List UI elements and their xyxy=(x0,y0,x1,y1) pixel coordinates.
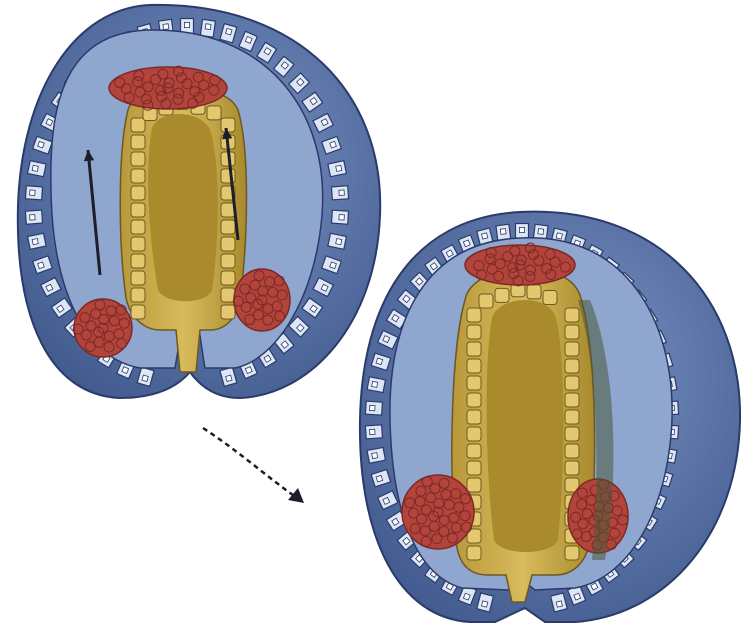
papilla-cell xyxy=(565,410,579,424)
transition-arrow-shaft xyxy=(203,428,300,500)
late-papilla-core xyxy=(487,300,564,552)
epithelial-cell xyxy=(331,186,348,200)
papilla-cell xyxy=(131,152,145,166)
papilla-cell xyxy=(131,271,145,285)
late-stage xyxy=(360,212,740,622)
transition-arrow-head xyxy=(288,488,304,503)
papilla-cell xyxy=(467,444,481,458)
epithelial-cell xyxy=(200,19,215,37)
papilla-cell xyxy=(131,220,145,234)
papilla-cell xyxy=(467,461,481,475)
papilla-cell xyxy=(565,325,579,339)
papilla-cell xyxy=(527,285,541,299)
epithelial-cell xyxy=(25,186,42,200)
epithelial-cell xyxy=(328,161,347,177)
papilla-cell xyxy=(565,444,579,458)
papilla-cell xyxy=(207,106,221,120)
papilla-cell xyxy=(565,461,579,475)
papilla-cell xyxy=(565,393,579,407)
papilla-cell xyxy=(467,359,481,373)
papilla-cell xyxy=(221,237,235,251)
papilla-cell xyxy=(131,288,145,302)
condensed-cell-cluster xyxy=(402,475,474,549)
papilla-cell xyxy=(467,308,481,322)
papilla-cell xyxy=(131,169,145,183)
papilla-cell xyxy=(543,290,557,304)
papilla-cell xyxy=(467,427,481,441)
epithelial-cell xyxy=(331,210,348,224)
epithelial-cell xyxy=(28,161,47,177)
papilla-cell xyxy=(495,288,509,302)
epithelial-cell xyxy=(367,447,385,463)
papilla-cell xyxy=(131,237,145,251)
papilla-cell xyxy=(221,220,235,234)
papilla-cell xyxy=(467,325,481,339)
papilla-cell xyxy=(131,254,145,268)
papilla-cell xyxy=(131,135,145,149)
papilla-cell xyxy=(221,118,235,132)
papilla-cell xyxy=(479,294,493,308)
papilla-cell xyxy=(565,342,579,356)
papilla-cell xyxy=(131,203,145,217)
papilla-cell xyxy=(565,427,579,441)
papilla-cell xyxy=(131,305,145,319)
papilla-cell xyxy=(467,410,481,424)
papilla-cell xyxy=(467,342,481,356)
early-papilla-core xyxy=(148,114,218,301)
papilla-cell xyxy=(221,288,235,302)
papilla-cell xyxy=(565,546,579,560)
papilla-cell xyxy=(467,478,481,492)
papilla-cell xyxy=(467,546,481,560)
papilla-cell xyxy=(131,118,145,132)
epithelial-cell xyxy=(328,233,347,249)
papilla-cell xyxy=(467,376,481,390)
papilla-cell xyxy=(131,186,145,200)
epithelial-cell xyxy=(25,210,42,224)
papilla-cell xyxy=(467,393,481,407)
papilla-cell xyxy=(565,376,579,390)
epithelial-cell xyxy=(365,401,382,415)
papilla-cell xyxy=(221,254,235,268)
papilla-cell xyxy=(565,308,579,322)
transition-arrow-icon xyxy=(203,428,304,503)
epithelial-cell xyxy=(365,425,382,439)
early-stage xyxy=(18,5,380,398)
papilla-cell xyxy=(221,305,235,319)
papilla-cell xyxy=(221,271,235,285)
epithelial-cell xyxy=(367,377,385,393)
epithelial-cell xyxy=(28,233,47,249)
papilla-cell xyxy=(565,359,579,373)
